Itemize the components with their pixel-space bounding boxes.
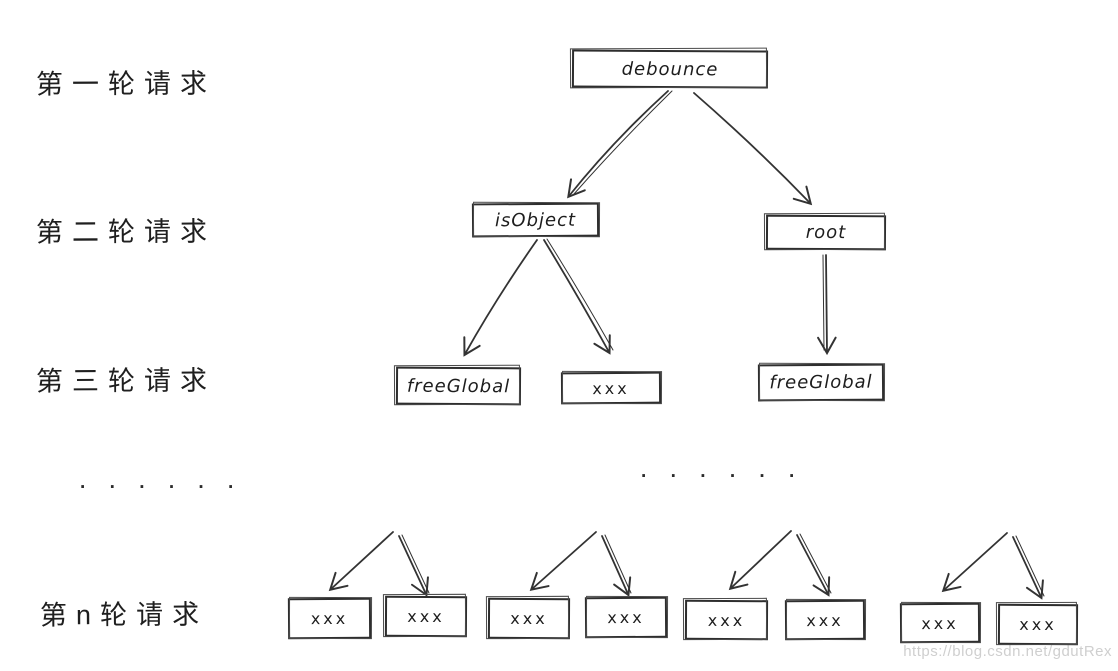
node-xxx-mid: xxx	[560, 371, 662, 405]
node-debounce-label: debounce	[621, 58, 719, 80]
arrow-isobject-to-xxx-doublestroke	[546, 238, 614, 351]
node-isobject-label: isObject	[494, 209, 577, 231]
arrow-isobject-to-freeglobal	[463, 239, 538, 357]
node-roundn-xxx-1-label: xxx	[310, 608, 349, 629]
node-roundn-xxx-2: xxx	[384, 595, 468, 638]
arrow-roundn-pair1-left	[328, 531, 394, 592]
arrow-roundn-pair3-left	[728, 530, 792, 591]
arrow-isobject-to-xxx	[543, 239, 611, 355]
arrow-roundn-pair3-right	[796, 534, 831, 597]
arrow-debounce-to-isobject-doublestroke	[573, 90, 673, 195]
node-root: root	[765, 214, 887, 251]
arrow-roundn-pair2-right-doublestroke	[604, 534, 632, 594]
arrow-root-to-freeglobal-doublestroke	[822, 254, 825, 351]
arrow-roundn-pair1-right-doublestroke	[401, 534, 430, 594]
arrow-roundn-pair4-right	[1012, 536, 1044, 600]
arrow-roundn-pair4-right-doublestroke	[1015, 535, 1045, 597]
watermark: https://blog.csdn.net/gdutRex	[903, 643, 1112, 660]
node-roundn-xxx-8: xxx	[997, 603, 1079, 646]
node-freeglobal-right-label: freeGlobal	[769, 371, 873, 394]
node-root-label: root	[805, 221, 847, 244]
node-roundn-xxx-2-label: xxx	[407, 606, 445, 627]
node-roundn-xxx-3-label: xxx	[510, 608, 548, 629]
node-isobject: isObject	[471, 202, 600, 238]
arrow-roundn-pair3-right-doublestroke	[799, 533, 832, 594]
node-roundn-xxx-7: xxx	[899, 602, 981, 644]
node-roundn-xxx-1: xxx	[287, 597, 372, 640]
node-freeglobal-left-label: freeGlobal	[406, 375, 511, 397]
arrow-roundn-pair2-left	[529, 531, 597, 592]
node-roundn-xxx-4: xxx	[584, 596, 668, 639]
node-roundn-xxx-7-label: xxx	[921, 613, 959, 633]
arrow-root-to-freeglobal	[817, 254, 837, 356]
node-roundn-xxx-5-label: xxx	[707, 610, 746, 630]
node-debounce: debounce	[571, 49, 769, 89]
node-roundn-xxx-4-label: xxx	[607, 607, 645, 628]
node-freeglobal-right: freeGlobal	[757, 363, 885, 402]
arrow-debounce-to-root	[693, 92, 813, 206]
node-roundn-xxx-5: xxx	[684, 599, 769, 641]
arrow-roundn-pair2-right	[601, 535, 632, 597]
arrow-debounce-to-isobject	[567, 90, 669, 199]
arrow-roundn-pair1-right	[398, 535, 429, 597]
node-freeglobal-left: freeGlobal	[395, 366, 522, 406]
ellipsis-center: · · · · · ·	[641, 466, 805, 487]
arrow-roundn-pair4-left	[941, 532, 1008, 593]
node-roundn-xxx-6: xxx	[784, 599, 866, 641]
ellipsis-left: · · · · · ·	[80, 477, 244, 498]
node-roundn-xxx-8-label: xxx	[1019, 614, 1057, 635]
node-roundn-xxx-6-label: xxx	[806, 610, 844, 630]
node-roundn-xxx-3: xxx	[487, 597, 571, 640]
node-xxx-mid-label: xxx	[592, 378, 630, 398]
